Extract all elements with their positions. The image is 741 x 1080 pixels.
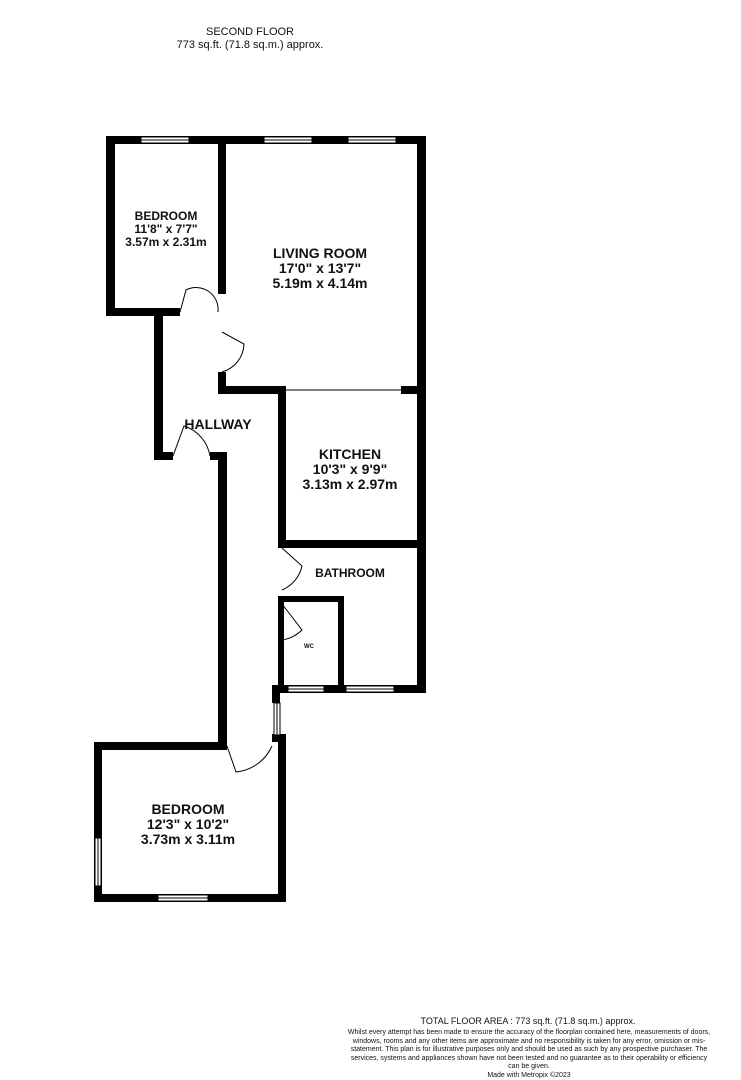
room-dimensions-metric: 3.73m x 3.11m xyxy=(141,831,235,847)
room-name: BEDROOM xyxy=(135,209,198,223)
wall xyxy=(218,372,226,394)
wall xyxy=(272,734,286,742)
wall xyxy=(278,738,286,902)
wall xyxy=(218,386,286,394)
room-bedroom-2: BEDROOM 12'3" x 10'2" 3.73m x 3.11m xyxy=(141,801,235,847)
room-bathroom: BATHROOM xyxy=(315,566,385,580)
doors xyxy=(172,287,401,773)
wall xyxy=(338,596,344,692)
wall xyxy=(278,598,284,692)
wall xyxy=(417,386,426,548)
door-swing xyxy=(281,603,303,641)
room-name: KITCHEN xyxy=(319,446,381,462)
wall xyxy=(106,308,180,316)
wall xyxy=(218,136,426,144)
windows xyxy=(94,136,397,902)
room-wc: WC xyxy=(304,644,315,650)
room-hallway: HALLWAY xyxy=(184,416,252,432)
room-dimensions-imperial: 12'3" x 10'2" xyxy=(147,816,229,832)
room-dimensions-imperial: 17'0" x 13'7" xyxy=(279,260,361,276)
room-dimensions-metric: 3.57m x 2.31m xyxy=(125,235,206,249)
door-swing xyxy=(226,745,273,773)
door-swing xyxy=(172,425,211,457)
room-name: WC xyxy=(304,644,315,650)
wall xyxy=(218,136,226,294)
room-dimensions-metric: 5.19m x 4.14m xyxy=(273,275,368,291)
floor-title: SECOND FLOOR xyxy=(205,26,294,38)
wall xyxy=(94,742,227,750)
walls xyxy=(94,136,426,902)
wall xyxy=(417,540,426,692)
room-name: LIVING ROOM xyxy=(273,245,367,261)
wall xyxy=(154,308,163,460)
wall xyxy=(94,742,102,902)
total-floor-area: TOTAL FLOOR AREA : 773 sq.ft. (71.8 sq.m… xyxy=(420,1016,636,1026)
room-dimensions-imperial: 11'8" x 7'7" xyxy=(134,222,197,236)
wall xyxy=(272,685,280,703)
wall xyxy=(278,596,344,602)
room-name: BATHROOM xyxy=(315,566,385,580)
wall xyxy=(218,452,227,750)
wall xyxy=(417,136,426,394)
room-dimensions-metric: 3.13m x 2.97m xyxy=(303,476,398,492)
wall xyxy=(154,452,173,460)
door-swing xyxy=(281,547,303,591)
room-name: HALLWAY xyxy=(184,416,252,432)
wall xyxy=(106,136,115,316)
wall xyxy=(278,540,426,548)
door-swing xyxy=(221,331,245,373)
room-bedroom-1: BEDROOM 11'8" x 7'7" 3.57m x 2.31m xyxy=(125,209,206,249)
room-dimensions-imperial: 10'3" x 9'9" xyxy=(313,461,387,477)
made-with-credit: Made with Metropix ©2023 xyxy=(487,1072,571,1079)
wall xyxy=(401,386,426,394)
plan-header: SECOND FLOOR 773 sq.ft. (71.8 sq.m.) app… xyxy=(110,26,390,52)
room-kitchen: KITCHEN 10'3" x 9'9" 3.13m x 2.97m xyxy=(303,446,398,492)
door-swing xyxy=(179,287,219,313)
floor-area: 773 sq.ft. (71.8 sq.m.) approx. xyxy=(176,39,324,51)
room-living-room: LIVING ROOM 17'0" x 13'7" 5.19m x 4.14m xyxy=(273,245,368,291)
disclaimer: Whilst every attempt has been made to en… xyxy=(347,1029,711,1070)
room-name: BEDROOM xyxy=(151,801,224,817)
wall xyxy=(278,386,286,548)
